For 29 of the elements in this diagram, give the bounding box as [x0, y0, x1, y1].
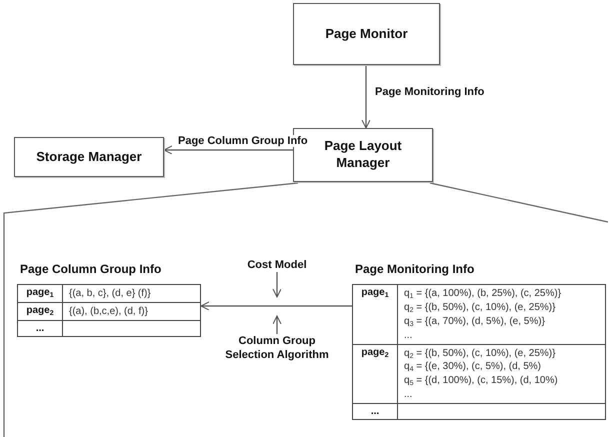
arrow: [272, 272, 282, 298]
cell-text: {(a), (b,c,e), (d, f)}: [69, 305, 149, 318]
edge-label: Page Monitoring Info: [373, 86, 486, 98]
row-header-cell: page$_{1}$: [18, 284, 62, 302]
cell-text: q$_{3}$ = {(a, 70%), (d, 5%), (e, 5%)}: [404, 314, 546, 329]
cell-text: q$_{1}$ = {(a, 100%), (b, 25%), (c, 25%)}: [404, 287, 562, 301]
cell-text: q$_{2}$ = {(b, 50%), (c, 10%), (e, 25%)}: [404, 300, 556, 315]
cell-text: {(a, b, c}, (d, e} (f)}: [69, 287, 152, 300]
arrow: [362, 65, 370, 128]
component-box: Page Monitor: [293, 3, 440, 65]
cell-text: ...: [404, 328, 414, 342]
arrow: [200, 302, 352, 310]
edge-label: Page Column Group Info: [176, 135, 310, 147]
component-label: Column Group Selection Algorithm: [222, 334, 332, 364]
cell-text: q$_{4}$ = {(e, 30%), (c, 5%), (d, 5%): [404, 360, 542, 374]
row-header-cell: ...: [352, 404, 398, 420]
table-title: Page Monitoring Info: [355, 262, 476, 276]
cell-text: q$_{2}$ = {(b, 50%), (c, 10%), (e, 25%)}: [404, 346, 556, 360]
row-header-cell: page$_{1}$: [352, 284, 398, 344]
arrow: [272, 316, 282, 334]
row-header-cell: page$_{2}$: [18, 302, 62, 320]
arrow: [164, 146, 293, 154]
cell-text: q$_{5}$ = {(d, 100%), (c, 15%), (d, 10%): [404, 374, 559, 388]
component-box: Storage Manager: [14, 137, 164, 177]
table-title: Page Column Group Info: [20, 262, 162, 276]
component-label: Cost Model: [238, 258, 316, 272]
row-header-cell: page$_{2}$: [352, 344, 398, 404]
row-header-cell: ...: [18, 320, 62, 336]
cell-text: ...: [404, 388, 414, 402]
